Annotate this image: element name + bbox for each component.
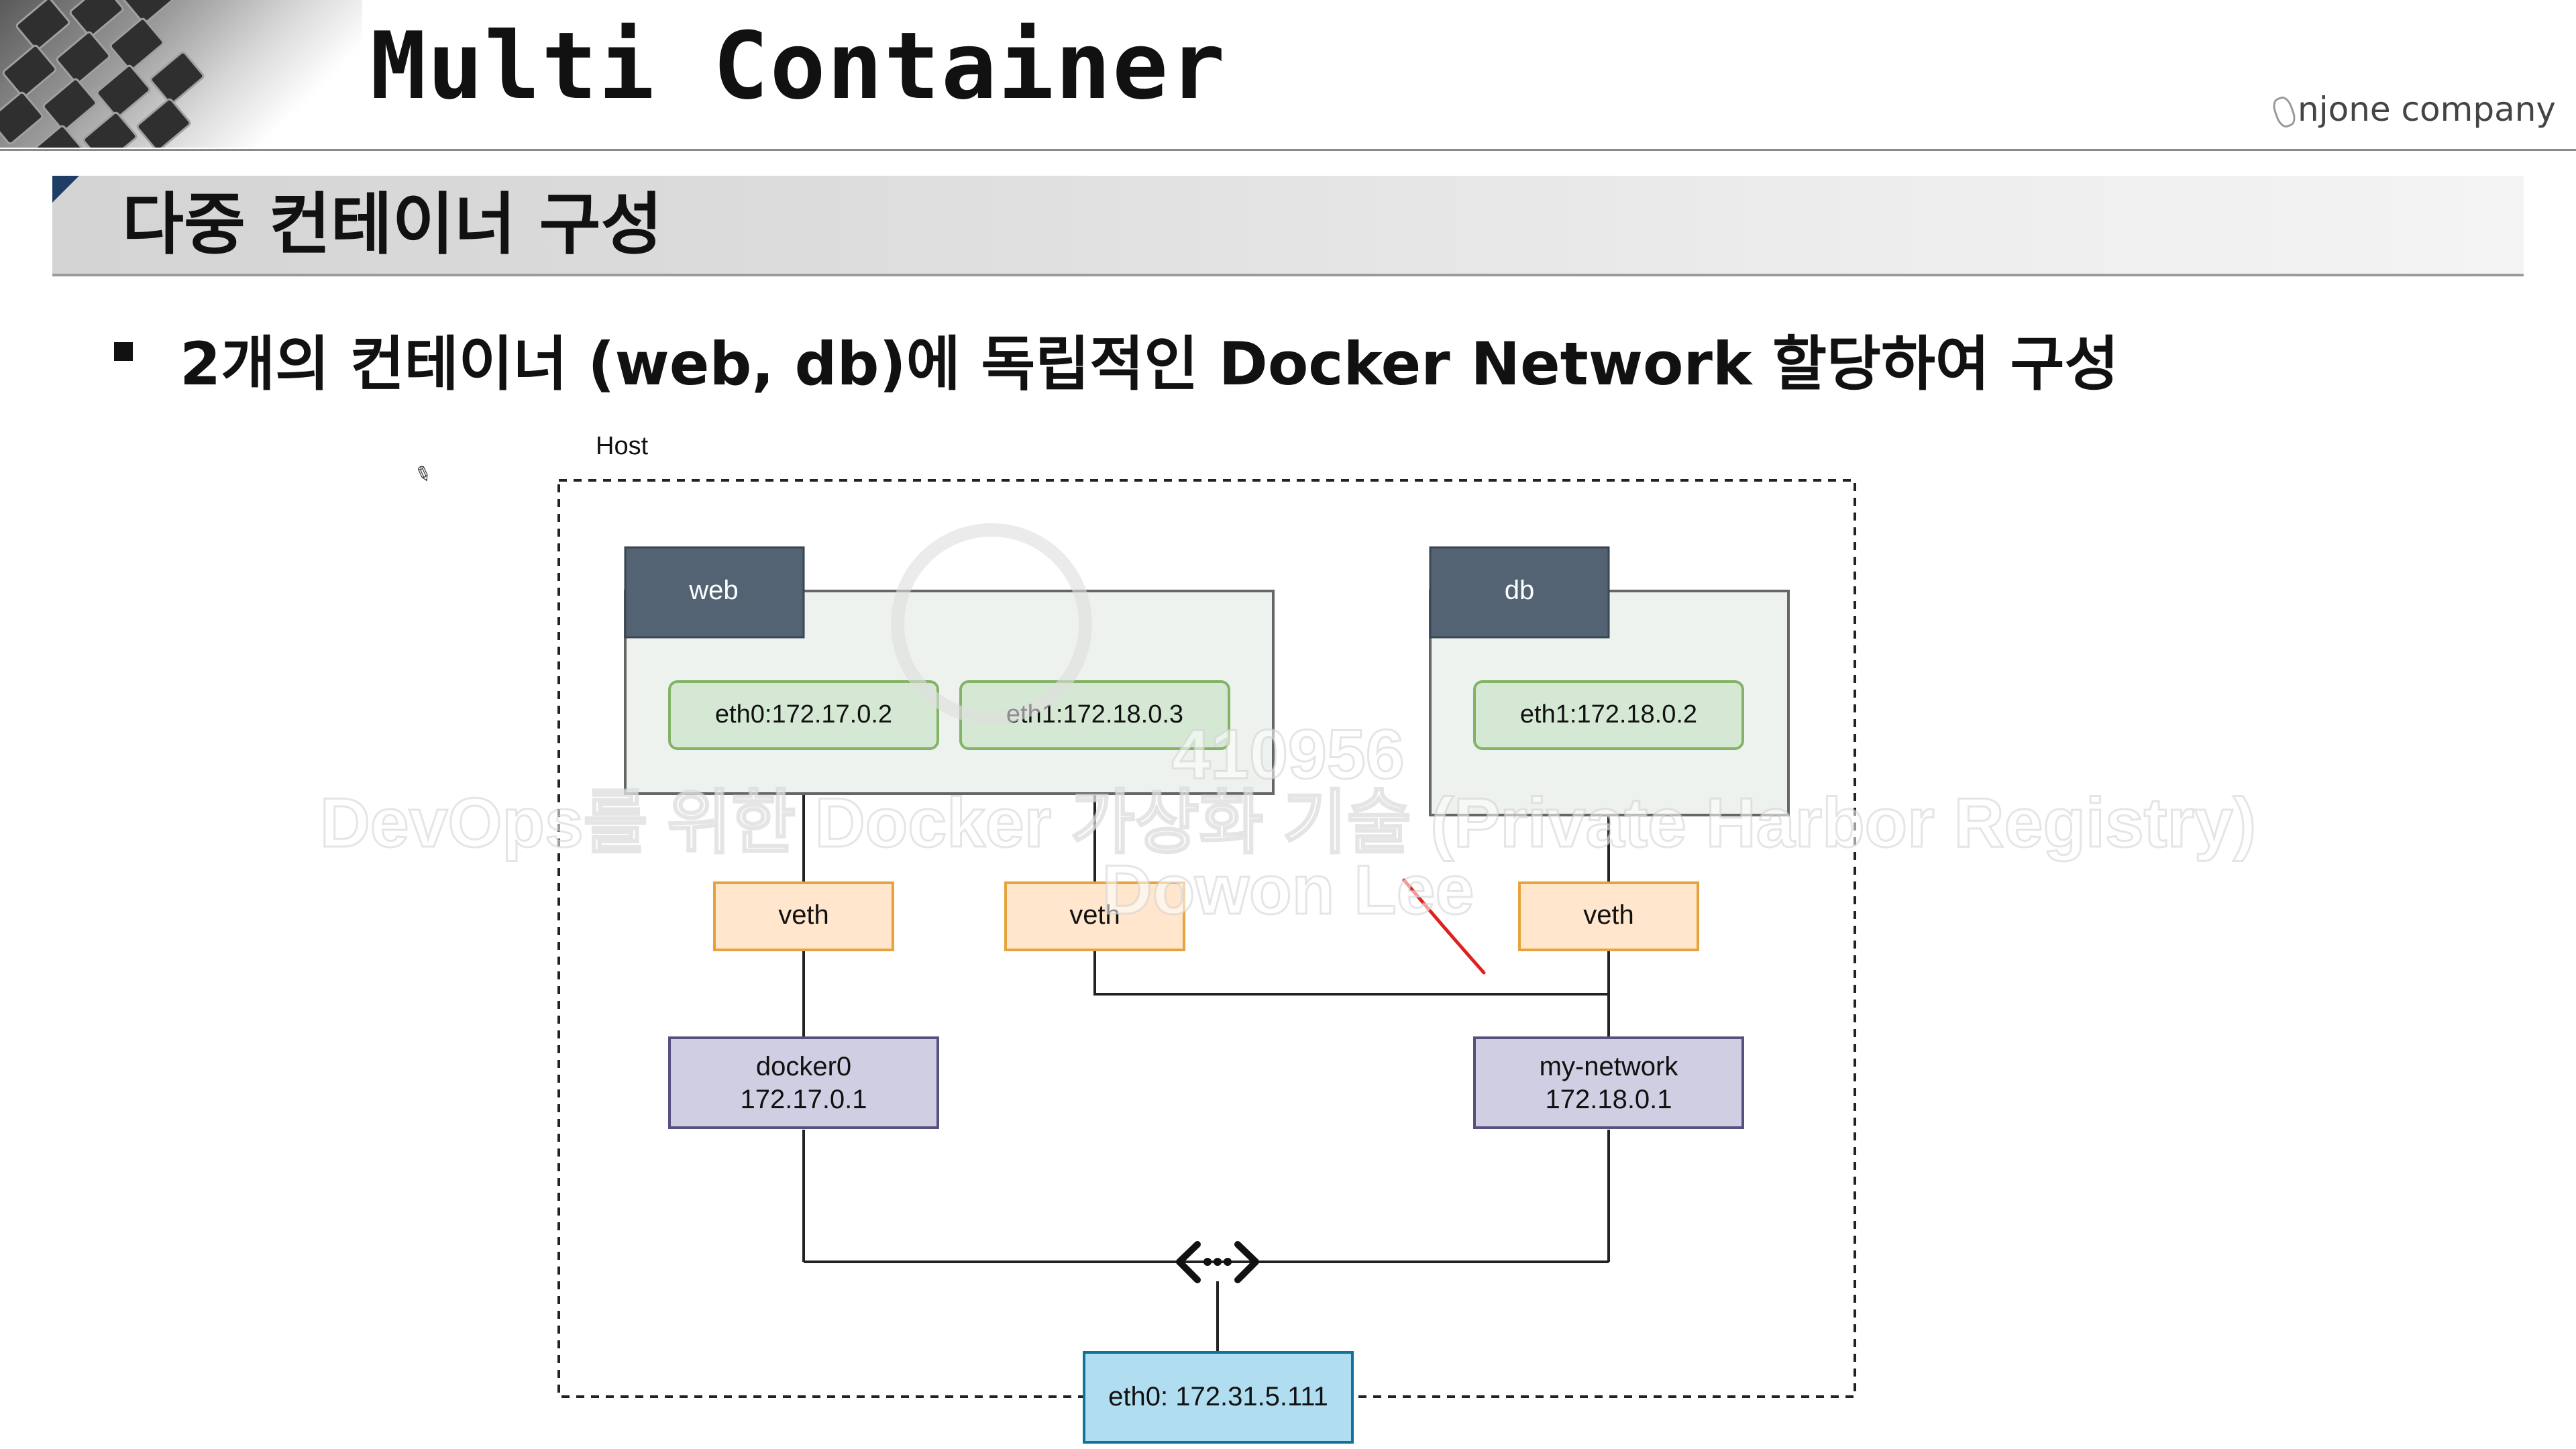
header-band (0, 0, 2576, 151)
db-eth1-label: eth1:172.18.0.2 (1520, 700, 1697, 729)
docker0-name: docker0 (756, 1052, 851, 1081)
docker0-ip: 172.17.0.1 (740, 1085, 867, 1114)
watermark-id: 410956 (1171, 716, 1404, 794)
docker0-bridge (668, 1036, 939, 1129)
section-bar (52, 176, 2524, 276)
section-corner-marker (52, 176, 79, 203)
host-label: Host (596, 432, 649, 460)
db-eth1-interface (1473, 680, 1744, 750)
veth-label: veth (778, 900, 829, 930)
red-annotation-mark (1402, 878, 1486, 975)
brand-name: njone company (2298, 90, 2556, 129)
web-eth0-interface (668, 680, 939, 750)
brand-logo: njone company (2270, 90, 2556, 129)
web-eth0-label: eth0:172.17.0.2 (715, 700, 892, 729)
watermark-course: DevOps를 위한 Docker 가상화 기술 (Private Harbor… (320, 784, 2257, 862)
host-eth0-interface (1083, 1351, 1354, 1444)
veth-web-eth0 (713, 881, 894, 951)
host-eth0-label: eth0: 172.31.5.111 (1108, 1382, 1328, 1411)
watermark: 410956 DevOps를 위한 Docker 가상화 기술 (Private… (319, 523, 2257, 930)
watermark-author: Dowon Lee (1102, 851, 1474, 929)
bullet-marker (114, 342, 133, 361)
bullet-text: 2개의 컨테이너 (web, db)에 독립적인 Docker Network … (180, 329, 2119, 398)
routing-arrows-icon (1176, 1241, 1259, 1283)
db-container-header (1429, 546, 1610, 639)
db-container-label: db (1505, 576, 1535, 605)
veth-label: veth (1069, 900, 1120, 930)
veth-web-eth1 (1004, 881, 1185, 951)
page-title: Multi Container (370, 12, 1227, 120)
my-network-name: my-network (1540, 1052, 1679, 1081)
section-title: 다중 컨테이너 구성 (122, 185, 663, 264)
my-network-ip: 172.18.0.1 (1545, 1085, 1672, 1114)
web-container-header (624, 546, 805, 639)
web-container-label: web (688, 576, 738, 605)
veth-db-eth1 (1518, 881, 1699, 951)
veth-label: veth (1583, 900, 1634, 930)
laptop-keyboard-image (0, 0, 362, 148)
my-network-bridge (1473, 1036, 1744, 1129)
watermark-logo-icon (891, 523, 1092, 724)
